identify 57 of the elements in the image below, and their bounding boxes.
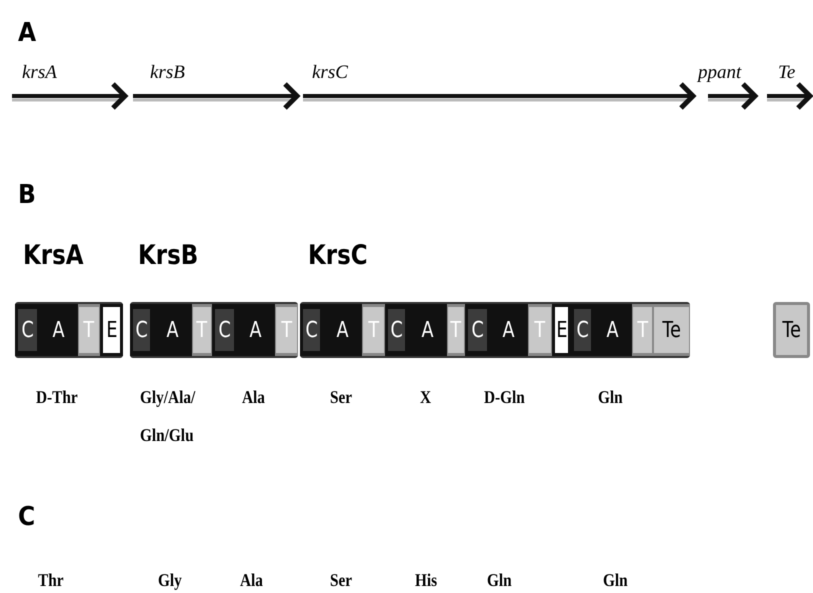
residue-label: Gly (158, 569, 182, 592)
domain-letter: C (390, 318, 403, 342)
residue-label: Gln (598, 386, 623, 409)
domain-letter: A (336, 318, 349, 342)
residue-label: Gln (603, 569, 628, 592)
gene-name: Te (778, 62, 796, 84)
thiolation-domain (78, 304, 100, 356)
gene-name: krsB (150, 62, 185, 84)
domain-letter: E (556, 318, 568, 342)
thiolation-domain (447, 304, 465, 356)
thioesterase-domain (773, 302, 810, 358)
panel-letter: B (18, 180, 36, 210)
residue-label: D-Gln (484, 386, 525, 409)
domain-letter: C (21, 318, 34, 342)
domain-letter: A (166, 318, 179, 342)
residue-label: Gln (487, 569, 512, 592)
epimerization-domain (552, 304, 571, 356)
domain-letter: A (421, 318, 434, 342)
domain-letter: C (135, 318, 148, 342)
residue-label: Ser (330, 569, 352, 592)
domain-letter: C (218, 318, 231, 342)
panel-letter: C (18, 502, 36, 532)
residue-label: Ala (242, 386, 265, 409)
domain-letter: E (106, 318, 118, 342)
gene-name: krsC (312, 62, 348, 84)
residue-label: His (415, 569, 438, 592)
domain-letter: A (606, 318, 620, 342)
condensation-domain (15, 304, 40, 356)
domain-letter: Te (782, 318, 801, 342)
domain-letter: A (250, 318, 262, 342)
domain-letter: A (52, 318, 66, 342)
condensation-domain (300, 304, 323, 356)
gene-name: krsA (22, 62, 57, 84)
module-name: KrsA (23, 240, 84, 271)
epimerization-domain (100, 304, 123, 356)
residue-label: Ser (330, 386, 352, 409)
residue-label: Thr (38, 569, 64, 592)
condensation-domain (130, 304, 153, 356)
module-name: KrsB (138, 240, 198, 271)
thiolation-domain (528, 304, 552, 356)
domain-letter: Te (662, 318, 681, 342)
thioesterase-domain (653, 304, 690, 356)
domain-letter: C (305, 318, 318, 342)
residue-label: D-Thr (36, 386, 78, 409)
domain-letter: C (471, 318, 484, 342)
domain-letter: C (576, 318, 589, 342)
residue-label: Ala (240, 569, 263, 592)
residue-label: Gly/Ala/ Gln/Glu (140, 386, 196, 447)
module-name: KrsC (308, 240, 368, 271)
residue-label: X (420, 386, 432, 409)
gene-name: ppant (698, 62, 742, 84)
domain-letter: A (502, 318, 516, 342)
thiolation-domain (192, 304, 212, 356)
thiolation-domain (362, 304, 385, 356)
thiolation-domain (275, 304, 298, 356)
panel-letter: A (18, 18, 36, 48)
thiolation-domain (632, 304, 653, 356)
